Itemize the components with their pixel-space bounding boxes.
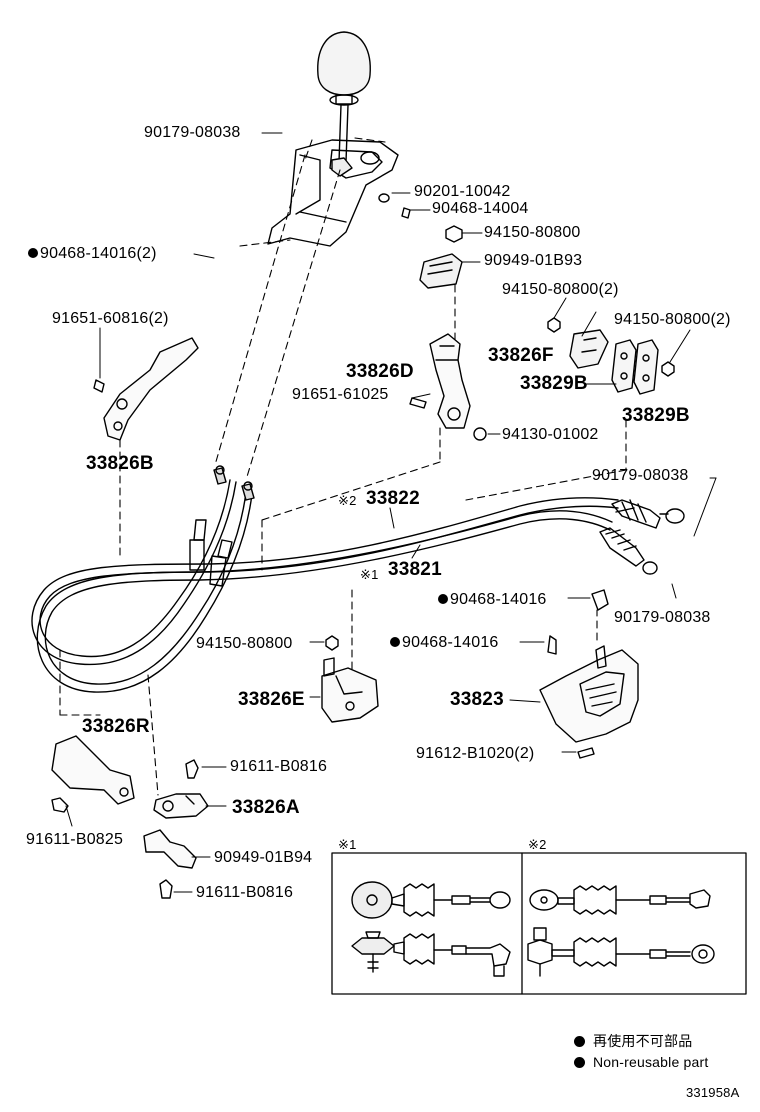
- legend-en: Non-reusable part: [574, 1053, 708, 1071]
- label-91611-b0816-lower: 91611-B0816: [196, 884, 294, 901]
- label-33826d: 33826D: [346, 361, 414, 382]
- dashed-guides: [59, 137, 627, 796]
- non-reusable-bullet-icon: [574, 1057, 585, 1068]
- label-90201-10042: 90201-10042: [414, 183, 511, 200]
- legend-jp-text: 再使用不可部品: [593, 1033, 693, 1049]
- label-33829b-left: 33829B: [520, 373, 588, 394]
- label-91651-61025: 91651-61025: [292, 386, 389, 403]
- label-90468-14016-b: 90468-14016: [390, 634, 499, 652]
- label-33821: 33821: [388, 559, 442, 580]
- label-33822: 33822: [366, 488, 420, 509]
- label-94150-80800-upper: 94150-80800: [484, 224, 581, 241]
- label-90468-14016-2: 90468-14016(2): [28, 245, 157, 263]
- label-90179-08038-right2: 90179-08038: [614, 609, 711, 626]
- label-33826r: 33826R: [82, 716, 150, 737]
- upper-right-parts: [378, 193, 675, 441]
- shift-cables: [31, 465, 685, 693]
- label-33826b: 33826B: [86, 453, 154, 474]
- label-94150-80800-lower: 94150-80800: [196, 635, 293, 652]
- shift-lever-assembly: [267, 31, 399, 247]
- legend-en-text: Non-reusable part: [593, 1054, 709, 1070]
- label-90179-08038-right1: 90179-08038: [592, 467, 689, 484]
- label-91612-b1020-2: 91612-B1020(2): [416, 745, 535, 762]
- label-33826e: 33826E: [238, 689, 305, 710]
- bracket-33823: [539, 589, 639, 759]
- label-91611-b0825: 91611-B0825: [26, 831, 124, 848]
- bracket-33826e: [321, 635, 379, 723]
- note-mark-2: ※2: [338, 493, 357, 508]
- legend-jp: 再使用不可部品: [574, 1032, 692, 1050]
- label-33826a: 33826A: [232, 797, 300, 818]
- label-91611-b0816-upper: 91611-B0816: [230, 758, 328, 775]
- figure-number: 331958A: [686, 1085, 740, 1100]
- label-91651-60816-2: 91651-60816(2): [52, 310, 169, 327]
- label-90468-14016-a: 90468-14016: [438, 591, 547, 609]
- label-33826f: 33826F: [488, 345, 554, 366]
- label-33823: 33823: [450, 689, 504, 710]
- detail-header-2: ※2: [528, 837, 547, 852]
- non-reusable-bullet-icon: [574, 1036, 585, 1047]
- detail-header-1: ※1: [338, 837, 357, 852]
- label-33829b-right: 33829B: [622, 405, 690, 426]
- label-90949-01b94: 90949-01B94: [214, 849, 313, 866]
- bracket-33826b: [93, 337, 199, 441]
- lower-left-parts: [51, 735, 209, 899]
- note-mark-1: ※1: [360, 567, 379, 582]
- label-94150-80800-2-left: 94150-80800(2): [502, 281, 619, 298]
- leader-lines: [65, 132, 717, 893]
- label-94150-80800-2-right: 94150-80800(2): [614, 311, 731, 328]
- label-90179-08038-top: 90179-08038: [144, 124, 241, 141]
- detail-box: [331, 852, 747, 995]
- label-90468-14004: 90468-14004: [432, 200, 529, 217]
- label-94130-01002: 94130-01002: [502, 426, 599, 443]
- label-90949-01b93: 90949-01B93: [484, 252, 583, 269]
